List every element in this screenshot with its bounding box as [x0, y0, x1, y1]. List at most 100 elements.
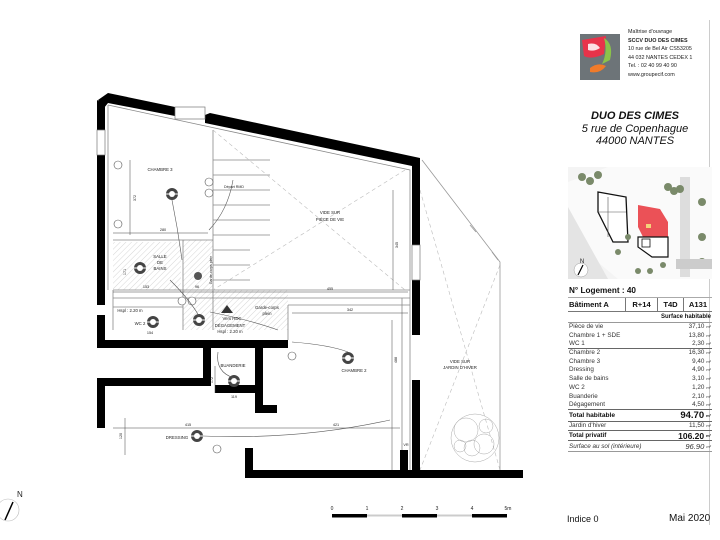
- dim-96: 96: [195, 285, 199, 289]
- unit: m²: [706, 422, 711, 428]
- unit: m²: [706, 324, 711, 329]
- room-label-chambre3: CHAMBRE 3: [147, 167, 173, 172]
- room-area: 3,10: [692, 375, 705, 383]
- hatched-zones: [113, 240, 288, 330]
- room-name: Chambre 1 + SDE: [569, 331, 621, 339]
- room-name: Dégagement: [569, 401, 606, 409]
- total-privatif-value: 106.20: [678, 430, 705, 441]
- north-label: N: [17, 490, 23, 499]
- room-label-wc2: WC 2: [135, 321, 146, 326]
- room-label-salle: SALLE: [153, 254, 167, 259]
- garde-corps-label-2: plein: [262, 311, 272, 316]
- dim-154: 154: [147, 331, 153, 335]
- garde-corps-label: Garde-corps: [255, 305, 279, 310]
- tree-drawing: [450, 413, 500, 463]
- unit: m²: [706, 393, 711, 399]
- dimension-lines: [113, 160, 408, 470]
- exterior-walls: [97, 93, 523, 478]
- surface-sol-label: Surface au sol (intérieure): [569, 442, 642, 450]
- room-name: Salle de bains: [569, 375, 609, 383]
- building-level: R+14: [626, 298, 658, 311]
- room-label-chambre2: CHAMBRE 2: [341, 368, 367, 373]
- client-info: Maîtrise d'ouvrage SCCV DUO DES CIMES 10…: [628, 28, 692, 80]
- stairs-down-arrow-icon: [221, 305, 233, 313]
- room-name: Buanderie: [569, 392, 598, 400]
- highlighted-building: [638, 205, 668, 237]
- surface-table: N° Logement : 40 Bâtiment A R+14 T4D A13…: [568, 285, 712, 452]
- project-street: 5 rue de Copenhague: [581, 122, 689, 135]
- apartment-ref: A131: [688, 300, 708, 309]
- dim-153: 153: [143, 285, 149, 289]
- windows: [96, 106, 421, 281]
- wc-hspl-label: Hspl : 2.20 m: [117, 308, 143, 313]
- scale-tick-2: 2: [401, 506, 404, 512]
- dim-488: 488: [394, 357, 398, 363]
- client-website: www.groupecif.com: [628, 71, 675, 78]
- dim-171: 171: [123, 269, 127, 275]
- unit: m²: [706, 350, 711, 356]
- revision-index: Indice 0: [567, 514, 599, 524]
- door-swings: [169, 179, 391, 437]
- client-role: Maîtrise d'ouvrage: [628, 29, 673, 35]
- unit: m²: [706, 332, 711, 338]
- room-name: WC 2: [569, 383, 585, 391]
- room-label-degagement: DÉGAGEMENT: [215, 323, 246, 328]
- scale-tick-3: 3: [436, 506, 439, 512]
- dim-415: 415: [185, 423, 191, 427]
- scale-tick-0: 0: [331, 506, 334, 512]
- dim-119: 119: [231, 395, 237, 399]
- room-area: 4,90: [692, 366, 705, 374]
- room-label-vide-jardin-2: JARDIN D'HIVER: [443, 365, 477, 370]
- vr-label: VR: [403, 443, 409, 447]
- floor-plan: CHAMBRE 3 VIDE SUR PIÈCE DE VIE SALLE DE…: [0, 93, 523, 522]
- scale-tick-4: 4: [471, 506, 474, 512]
- unit: m²: [706, 432, 711, 438]
- total-habitable-value: 94.70: [680, 409, 705, 421]
- dim-342: 342: [347, 308, 353, 312]
- room-name: WC 1: [569, 340, 585, 348]
- dim-345: 345: [395, 242, 399, 248]
- interior-partitions: [107, 104, 411, 470]
- cif-logo-icon: [580, 34, 620, 80]
- dim-120: 120: [119, 433, 123, 439]
- client-address-2: 44 032 NANTES CEDEX 1: [628, 54, 693, 61]
- room-area: 4,50: [692, 401, 705, 409]
- room-label-bains: BAINS: [154, 266, 167, 271]
- scale-bar: 0 1 2 3 4 5m: [331, 506, 511, 518]
- lot-number: N° Logement : 40: [568, 285, 712, 298]
- project-city: 44000 NANTES: [595, 135, 675, 147]
- jardin-label: Jardin d'hiver: [569, 421, 607, 429]
- client-name: SCCV DUO DES CIMES: [628, 37, 688, 44]
- surface-sol-value: 96.90: [685, 441, 705, 451]
- depart-rmd-label: Départ RMD: [224, 185, 244, 189]
- dim-372: 372: [133, 195, 137, 201]
- scale-tick-1: 1: [366, 506, 369, 512]
- surface-header: Surface habitable: [568, 312, 712, 323]
- unit: m²: [706, 412, 711, 418]
- room-label-buanderie: BUANDERIE: [220, 363, 245, 368]
- dim-280: 280: [160, 228, 166, 232]
- room-label-dressing: DRESSING: [166, 435, 189, 440]
- unit: m²: [706, 443, 711, 449]
- room-name: Chambre 3: [569, 357, 601, 365]
- dim-172: 172: [210, 377, 214, 383]
- room-area: 13,80: [688, 331, 705, 339]
- north-arrow: N: [0, 490, 23, 522]
- unit: m²: [706, 384, 711, 390]
- total-habitable-label: Total habitable: [569, 411, 616, 419]
- room-name: Pièce de vie: [569, 323, 604, 330]
- room-label-vide-jardin: VIDE SUR: [450, 359, 470, 364]
- winter-garden-outline: [421, 159, 501, 470]
- situation-map: N: [568, 167, 712, 279]
- building-name: Bâtiment A: [568, 298, 626, 311]
